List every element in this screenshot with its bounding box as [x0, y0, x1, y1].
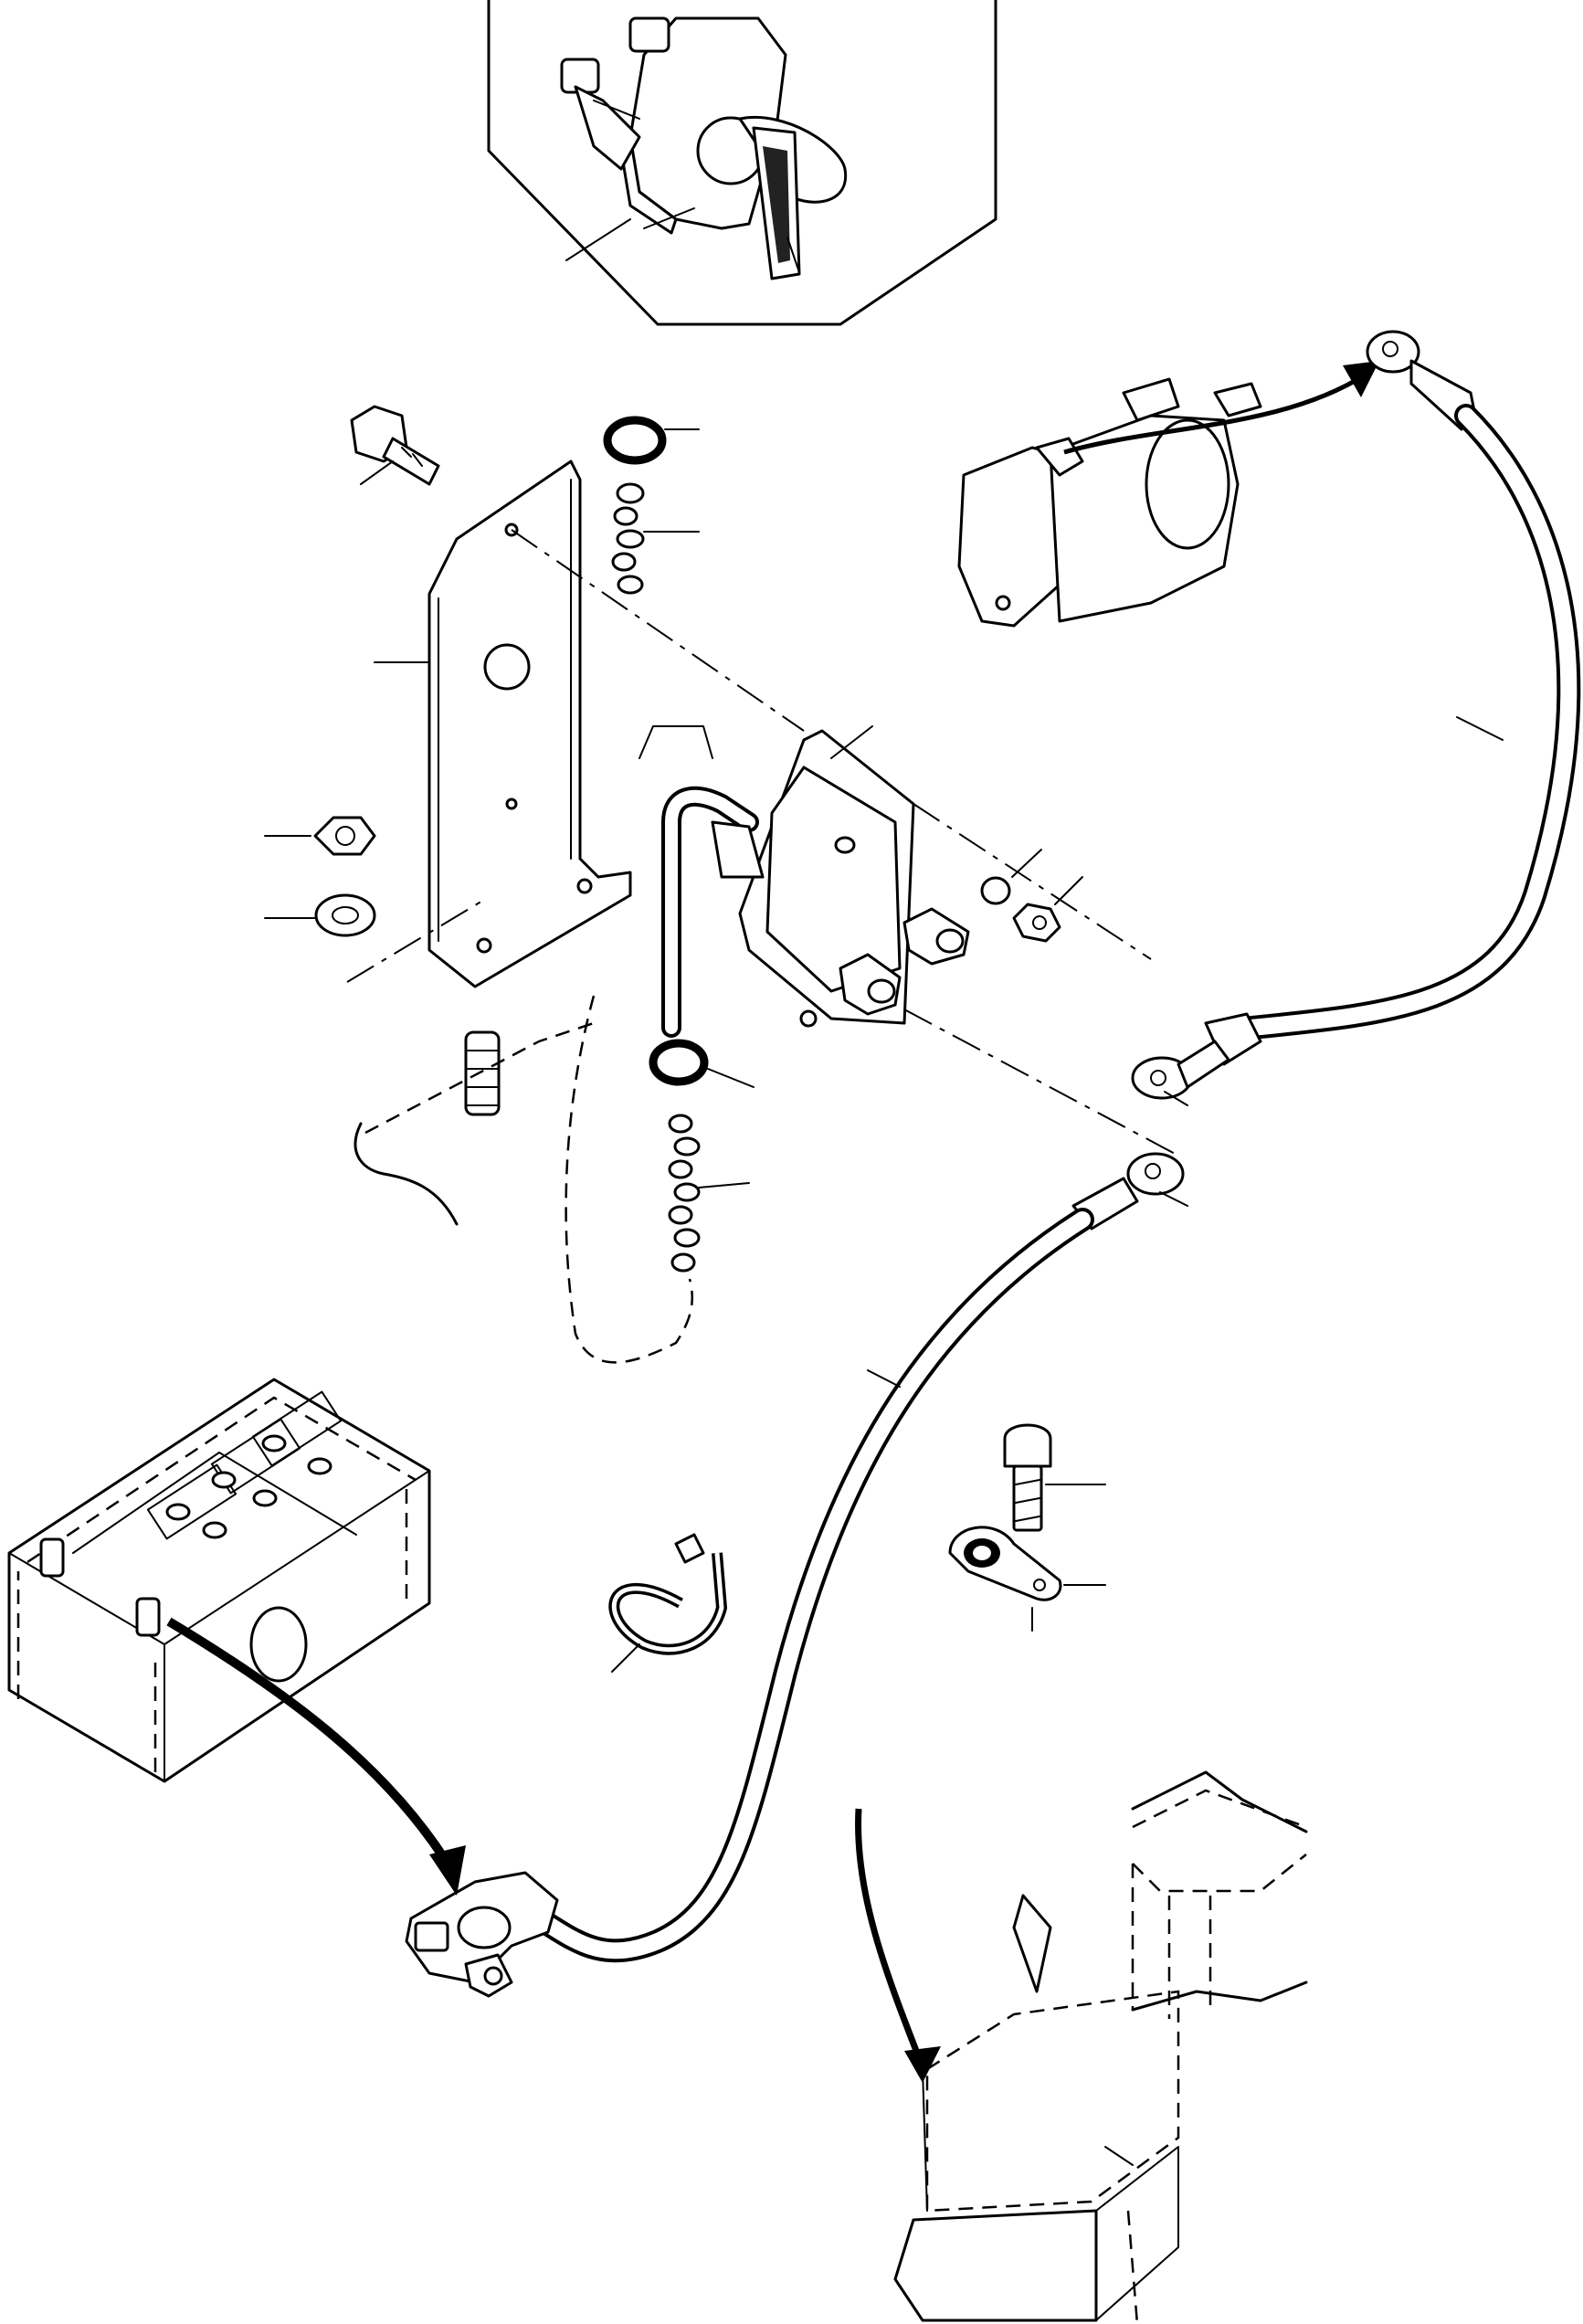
leader-line	[1159, 1191, 1188, 1207]
starter-motor	[957, 361, 1379, 628]
retaining-chain	[611, 482, 700, 595]
leader-line	[1104, 2146, 1134, 2166]
nut	[264, 816, 376, 856]
terminal-washer	[980, 849, 1042, 905]
ground-strap-lug	[948, 1526, 1106, 1632]
leader-line	[786, 237, 800, 273]
lower-retaining-chain	[668, 1114, 750, 1273]
negative-battery-cable	[527, 1152, 1188, 1963]
mount-post	[464, 1030, 501, 1116]
mounting-bolt	[350, 405, 440, 486]
leader-line	[565, 218, 631, 261]
cable-clip	[608, 1533, 728, 1673]
mounting-bracket	[346, 460, 805, 988]
leader-line	[611, 1643, 640, 1673]
solenoid-relay	[711, 725, 1179, 1157]
washer	[264, 893, 376, 937]
leader-line	[643, 207, 695, 229]
ground-bolt	[1003, 1423, 1106, 1532]
battery-terminal-clamp	[405, 1871, 559, 1998]
rubber-grommet	[603, 416, 700, 465]
cable-clip-tube	[638, 725, 759, 1038]
leader-line	[1164, 1091, 1188, 1106]
isolator-switch	[560, 16, 848, 280]
lower-rubber-grommet	[649, 1039, 755, 1088]
leader-line	[707, 1068, 755, 1088]
frame-member	[354, 995, 694, 1364]
isolator-switch-inset	[487, 0, 997, 326]
leader-line	[830, 725, 873, 759]
leader-line	[867, 1369, 901, 1388]
chassis-ground-block	[855, 1770, 1308, 2324]
battery	[7, 1378, 466, 1896]
leader-line	[1456, 716, 1504, 741]
terminal-nut	[1012, 876, 1083, 943]
leader-line	[698, 1182, 750, 1188]
leader-line	[1054, 876, 1083, 905]
leader-line	[360, 460, 394, 485]
leader-line	[1011, 849, 1042, 878]
positive-battery-cable	[1131, 330, 1581, 1106]
